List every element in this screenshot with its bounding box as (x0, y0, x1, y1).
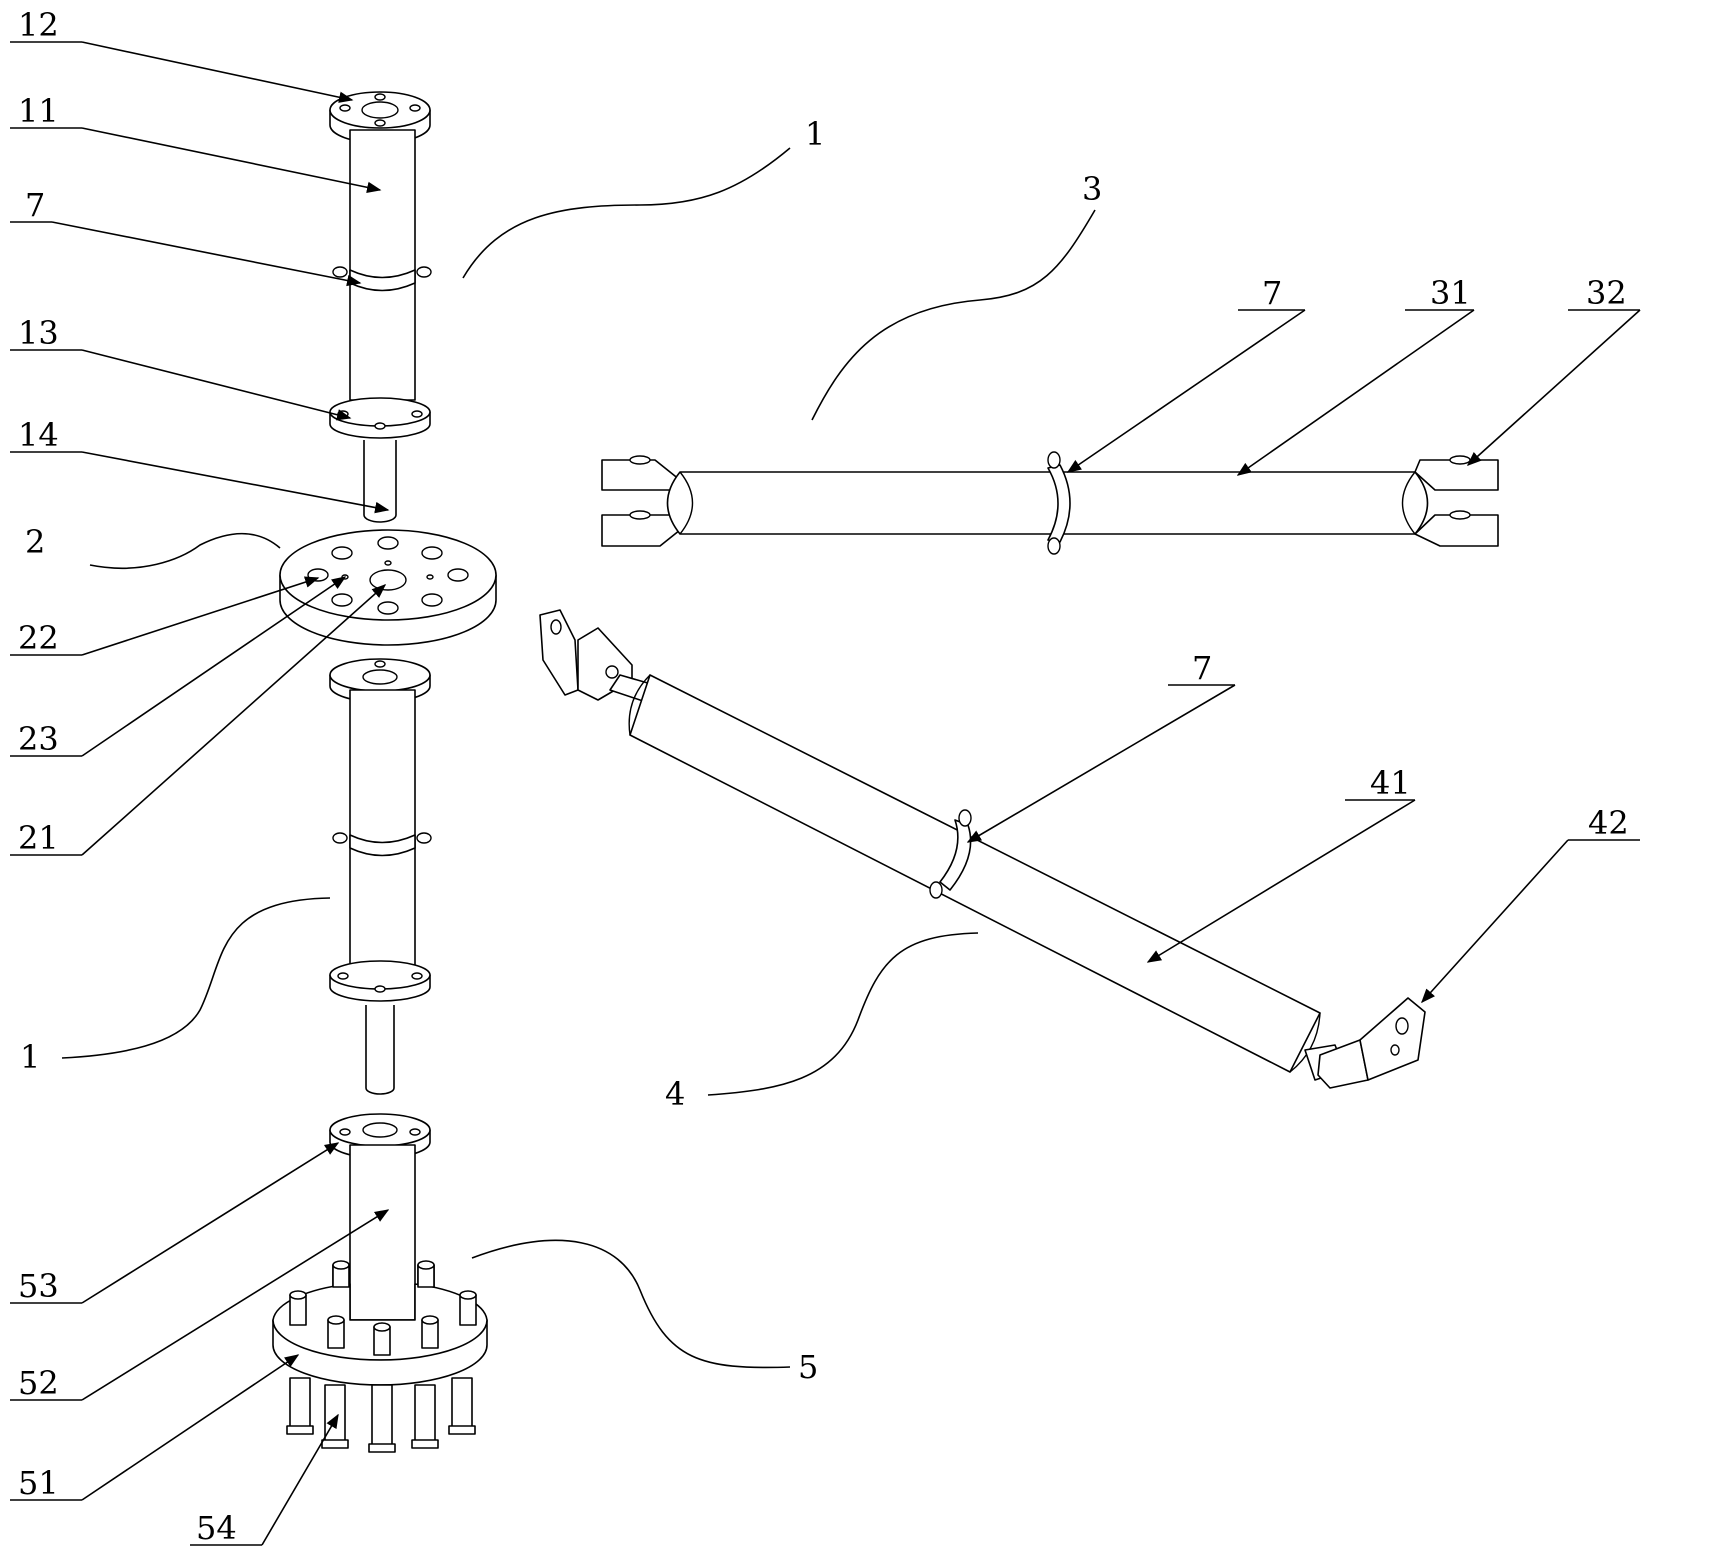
label-41: 41 (1370, 764, 1411, 802)
label-32: 32 (1586, 274, 1627, 312)
upper-column-assembly (329, 91, 432, 523)
label-22: 22 (18, 619, 59, 657)
label-42: 42 (1588, 804, 1629, 842)
base-tube-52 (349, 1144, 416, 1321)
label-21: 21 (18, 819, 59, 857)
anchor-rods-54 (286, 1377, 476, 1453)
beam-left-fork (601, 455, 681, 547)
brace-lower-fork-42 (1317, 997, 1426, 1089)
beam-tube-31 (666, 471, 1429, 535)
label-14: 14 (18, 416, 59, 454)
pin-14 (363, 440, 397, 523)
clamp-7-beam (1047, 451, 1071, 555)
label-12: 12 (18, 6, 59, 44)
label-1-lower: 1 (20, 1038, 40, 1076)
lower-flange-13 (329, 397, 431, 439)
beam-right-fork-32 (1414, 455, 1499, 547)
label-13: 13 (18, 314, 59, 352)
label-23: 23 (18, 720, 59, 758)
clamp-7-lower (332, 832, 432, 857)
label-51: 51 (18, 1464, 59, 1502)
horizontal-beam-3 (601, 451, 1499, 555)
connecting-plate-2 (279, 529, 497, 646)
base-assembly-5 (272, 1113, 488, 1453)
lower-column-bottom-flange (329, 960, 431, 1002)
label-31: 31 (1430, 274, 1471, 312)
label-54: 54 (196, 1509, 237, 1547)
label-4: 4 (665, 1075, 685, 1113)
label-7-beam: 7 (1262, 274, 1282, 312)
lower-column-pin (365, 1005, 395, 1095)
diagonal-brace-4 (539, 609, 1426, 1089)
clamp-7-upper (332, 266, 432, 292)
base-top-bolts (289, 1260, 477, 1356)
label-53: 53 (18, 1267, 59, 1305)
lower-column-assembly (329, 658, 432, 1095)
label-11: 11 (18, 92, 59, 130)
tube-11 (349, 129, 416, 401)
label-2: 2 (25, 523, 45, 561)
label-52: 52 (18, 1364, 59, 1402)
brace-tube-41 (629, 674, 1321, 1073)
leader-lines (10, 41, 1641, 1546)
label-7-upper: 7 (25, 186, 45, 224)
lower-column-tube (349, 689, 416, 966)
label-7-brace: 7 (1192, 649, 1212, 687)
part-labels: 12 11 7 13 14 2 22 23 21 1 53 52 51 54 1… (18, 6, 1629, 1547)
clamp-7-brace (929, 809, 972, 899)
label-1-upper: 1 (805, 115, 825, 153)
label-5: 5 (798, 1348, 818, 1386)
label-3: 3 (1082, 170, 1102, 208)
